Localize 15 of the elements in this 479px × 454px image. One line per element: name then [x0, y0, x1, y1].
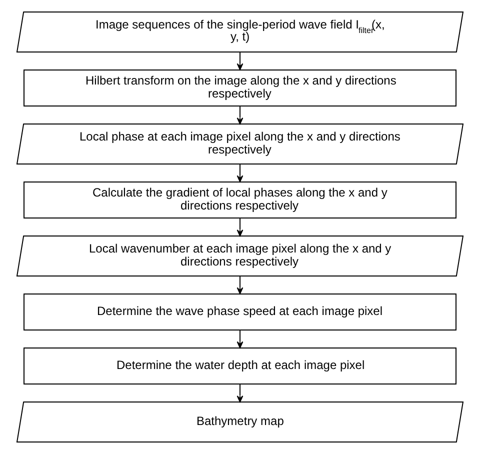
node-box: Bathymetry map: [16, 402, 464, 442]
arrow: [236, 218, 243, 236]
node-box: Calculate the gradient of local phases along the x and y directions respectively: [23, 182, 456, 218]
arrow: [236, 164, 243, 182]
arrow: [236, 52, 243, 70]
node-box: Determine the water depth at each image pixel: [23, 348, 456, 384]
arrow: [236, 330, 243, 348]
node-box: Local wavenumber at each image pixel along the x and y directions respectively: [16, 236, 464, 276]
node-box: Image sequences of the single-period wave field I$_{filter}$(x, y, t): [16, 12, 464, 52]
node-box: Hilbert transform on the image along the x and y directions respectively: [23, 70, 456, 106]
node-box: Determine the wave phase speed at each image pixel: [23, 294, 456, 330]
arrow: [236, 276, 243, 294]
arrow: [236, 384, 243, 402]
node-box: Local phase at each image pixel along the x and y directions respectively: [16, 124, 464, 164]
arrow: [236, 106, 243, 124]
